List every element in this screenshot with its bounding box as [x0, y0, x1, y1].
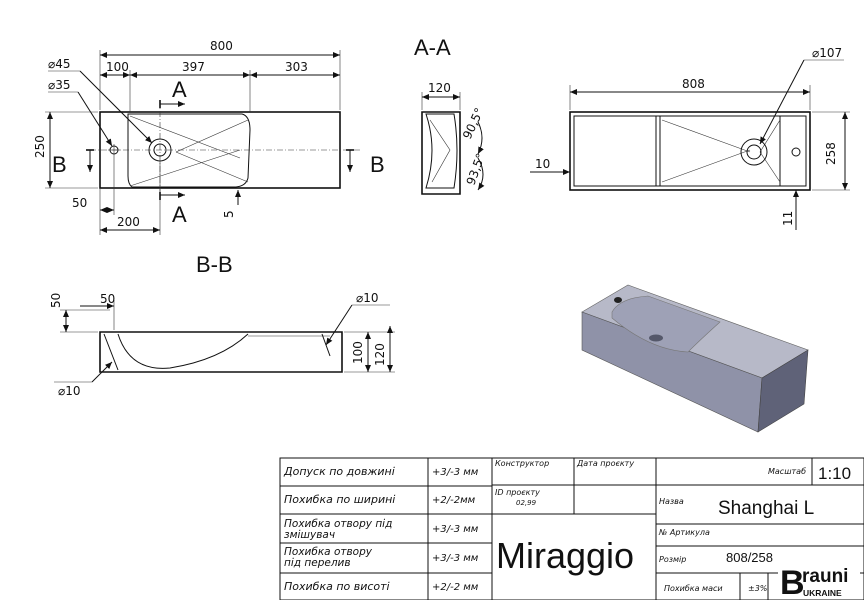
dim-aa-905: 90,5°	[460, 106, 487, 142]
project-id-value: 02,99	[516, 499, 537, 507]
dim-bb-100: 100	[351, 341, 365, 364]
mass-error-value: ±3%	[748, 584, 767, 593]
constructor-label: Конструктор	[495, 459, 549, 468]
section-mark-b-right: B	[370, 152, 385, 177]
watermark-sub: UKRAINE	[803, 588, 842, 598]
render-tap-hole	[614, 297, 622, 303]
dim-bb-d10-bottom: ⌀10	[58, 384, 81, 398]
mass-error-label: Похибка маси	[664, 584, 723, 593]
render-drain	[649, 334, 663, 342]
name-value: Shanghai L	[718, 498, 814, 519]
dim-10: 10	[535, 157, 550, 171]
section-aa-view: A-A 120 90,5° 93,5°	[414, 35, 488, 195]
section-bb-title: B-B	[196, 252, 233, 277]
title-block: Допуск по довжині +3/-3 мм Похибка по ши…	[279, 457, 864, 600]
render-basin	[611, 295, 721, 353]
dim-100: 100	[106, 60, 129, 74]
dim-258: 258	[824, 142, 838, 165]
dim-250: 250	[33, 135, 47, 158]
section-mark-a-top: A	[172, 77, 187, 102]
right-overflow	[791, 147, 801, 157]
size-value: 808/258	[726, 550, 773, 565]
top-view: 800 100 397 303 ⌀45 ⌀35 250 50 200 5	[33, 39, 385, 235]
section-aa-title: A-A	[414, 35, 451, 60]
svg-text:B: B	[780, 564, 805, 600]
dim-bb-d10-top: ⌀10	[356, 291, 379, 305]
project-id-label: ID проєкту	[495, 488, 540, 497]
tol-label-0: Допуск по довжині	[283, 465, 395, 478]
right-outline	[569, 111, 811, 191]
right-view: 808 ⌀107 258 10 11	[530, 46, 850, 230]
dim-aa-935: 93,5°	[464, 151, 488, 187]
dim-bb-50-h: 50	[49, 293, 63, 308]
dim-bb-120: 120	[373, 343, 387, 366]
dim-5: 5	[222, 210, 236, 218]
name-label: Назва	[659, 497, 684, 506]
brand-name: Miraggio	[496, 535, 634, 576]
section-mark-b-left: B	[52, 152, 67, 177]
date-label: Дата проєкту	[576, 459, 634, 468]
article-label: № Артикула	[658, 528, 710, 537]
section-aa-outline	[421, 111, 461, 195]
tol-value-3: +3/-3 мм	[432, 553, 479, 564]
dim-303: 303	[285, 60, 308, 74]
dim-11: 11	[781, 211, 795, 226]
tol-value-4: +2/-2 мм	[432, 582, 479, 593]
dim-800: 800	[210, 39, 233, 53]
tol-value-0: +3/-3 мм	[432, 467, 479, 478]
dim-397: 397	[182, 60, 205, 74]
dim-808: 808	[682, 77, 705, 91]
scale-value: 1:10	[818, 464, 851, 483]
tol-label-1: Похибка по ширині	[284, 493, 395, 506]
dim-aa-120: 120	[428, 81, 451, 95]
section-mark-a-bottom: A	[172, 202, 187, 227]
dim-50: 50	[72, 196, 87, 210]
dim-bb-50-w: 50	[100, 292, 115, 306]
right-drain	[740, 138, 768, 166]
section-bb-view: B-B 50 50 ⌀10 ⌀10 100 120	[49, 252, 395, 398]
render-3d	[581, 284, 809, 433]
tol-value-2: +3/-3 мм	[432, 524, 479, 535]
section-bb-outline	[99, 331, 343, 373]
dim-200: 200	[117, 215, 140, 229]
scale-label: Масштаб	[768, 467, 806, 476]
dim-d107: ⌀107	[812, 46, 842, 60]
tol-value-1: +2/-2мм	[432, 495, 476, 506]
top-basin	[127, 113, 251, 188]
brauni-watermark: B rauni UKRAINE	[778, 558, 860, 600]
watermark-brand: rauni	[802, 566, 848, 587]
dim-d35: ⌀35	[48, 78, 71, 92]
size-label: Розмір	[659, 555, 686, 564]
dim-d45: ⌀45	[48, 57, 71, 71]
tol-label-4: Похибка по висоті	[284, 580, 390, 593]
